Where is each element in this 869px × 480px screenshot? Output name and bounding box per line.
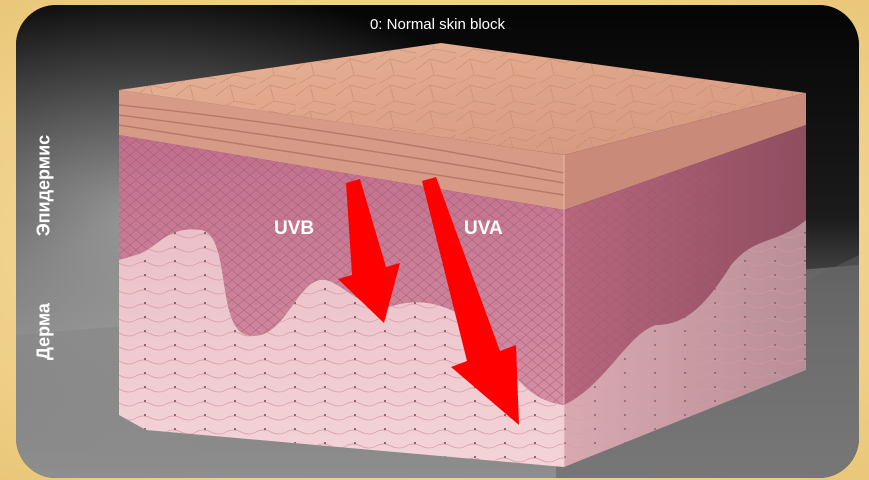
epidermis-label: Эпидермис [34,116,55,256]
uva-label: UVA [464,218,503,240]
illustration-caption: 0: Normal skin block [16,16,859,33]
skin-illustration-svg [16,5,859,478]
skin-block-illustration: 0: Normal skin block Эпидермис Дерма UVB… [16,5,859,478]
uvb-label: UVB [274,218,314,240]
dermis-label: Дерма [34,282,55,382]
